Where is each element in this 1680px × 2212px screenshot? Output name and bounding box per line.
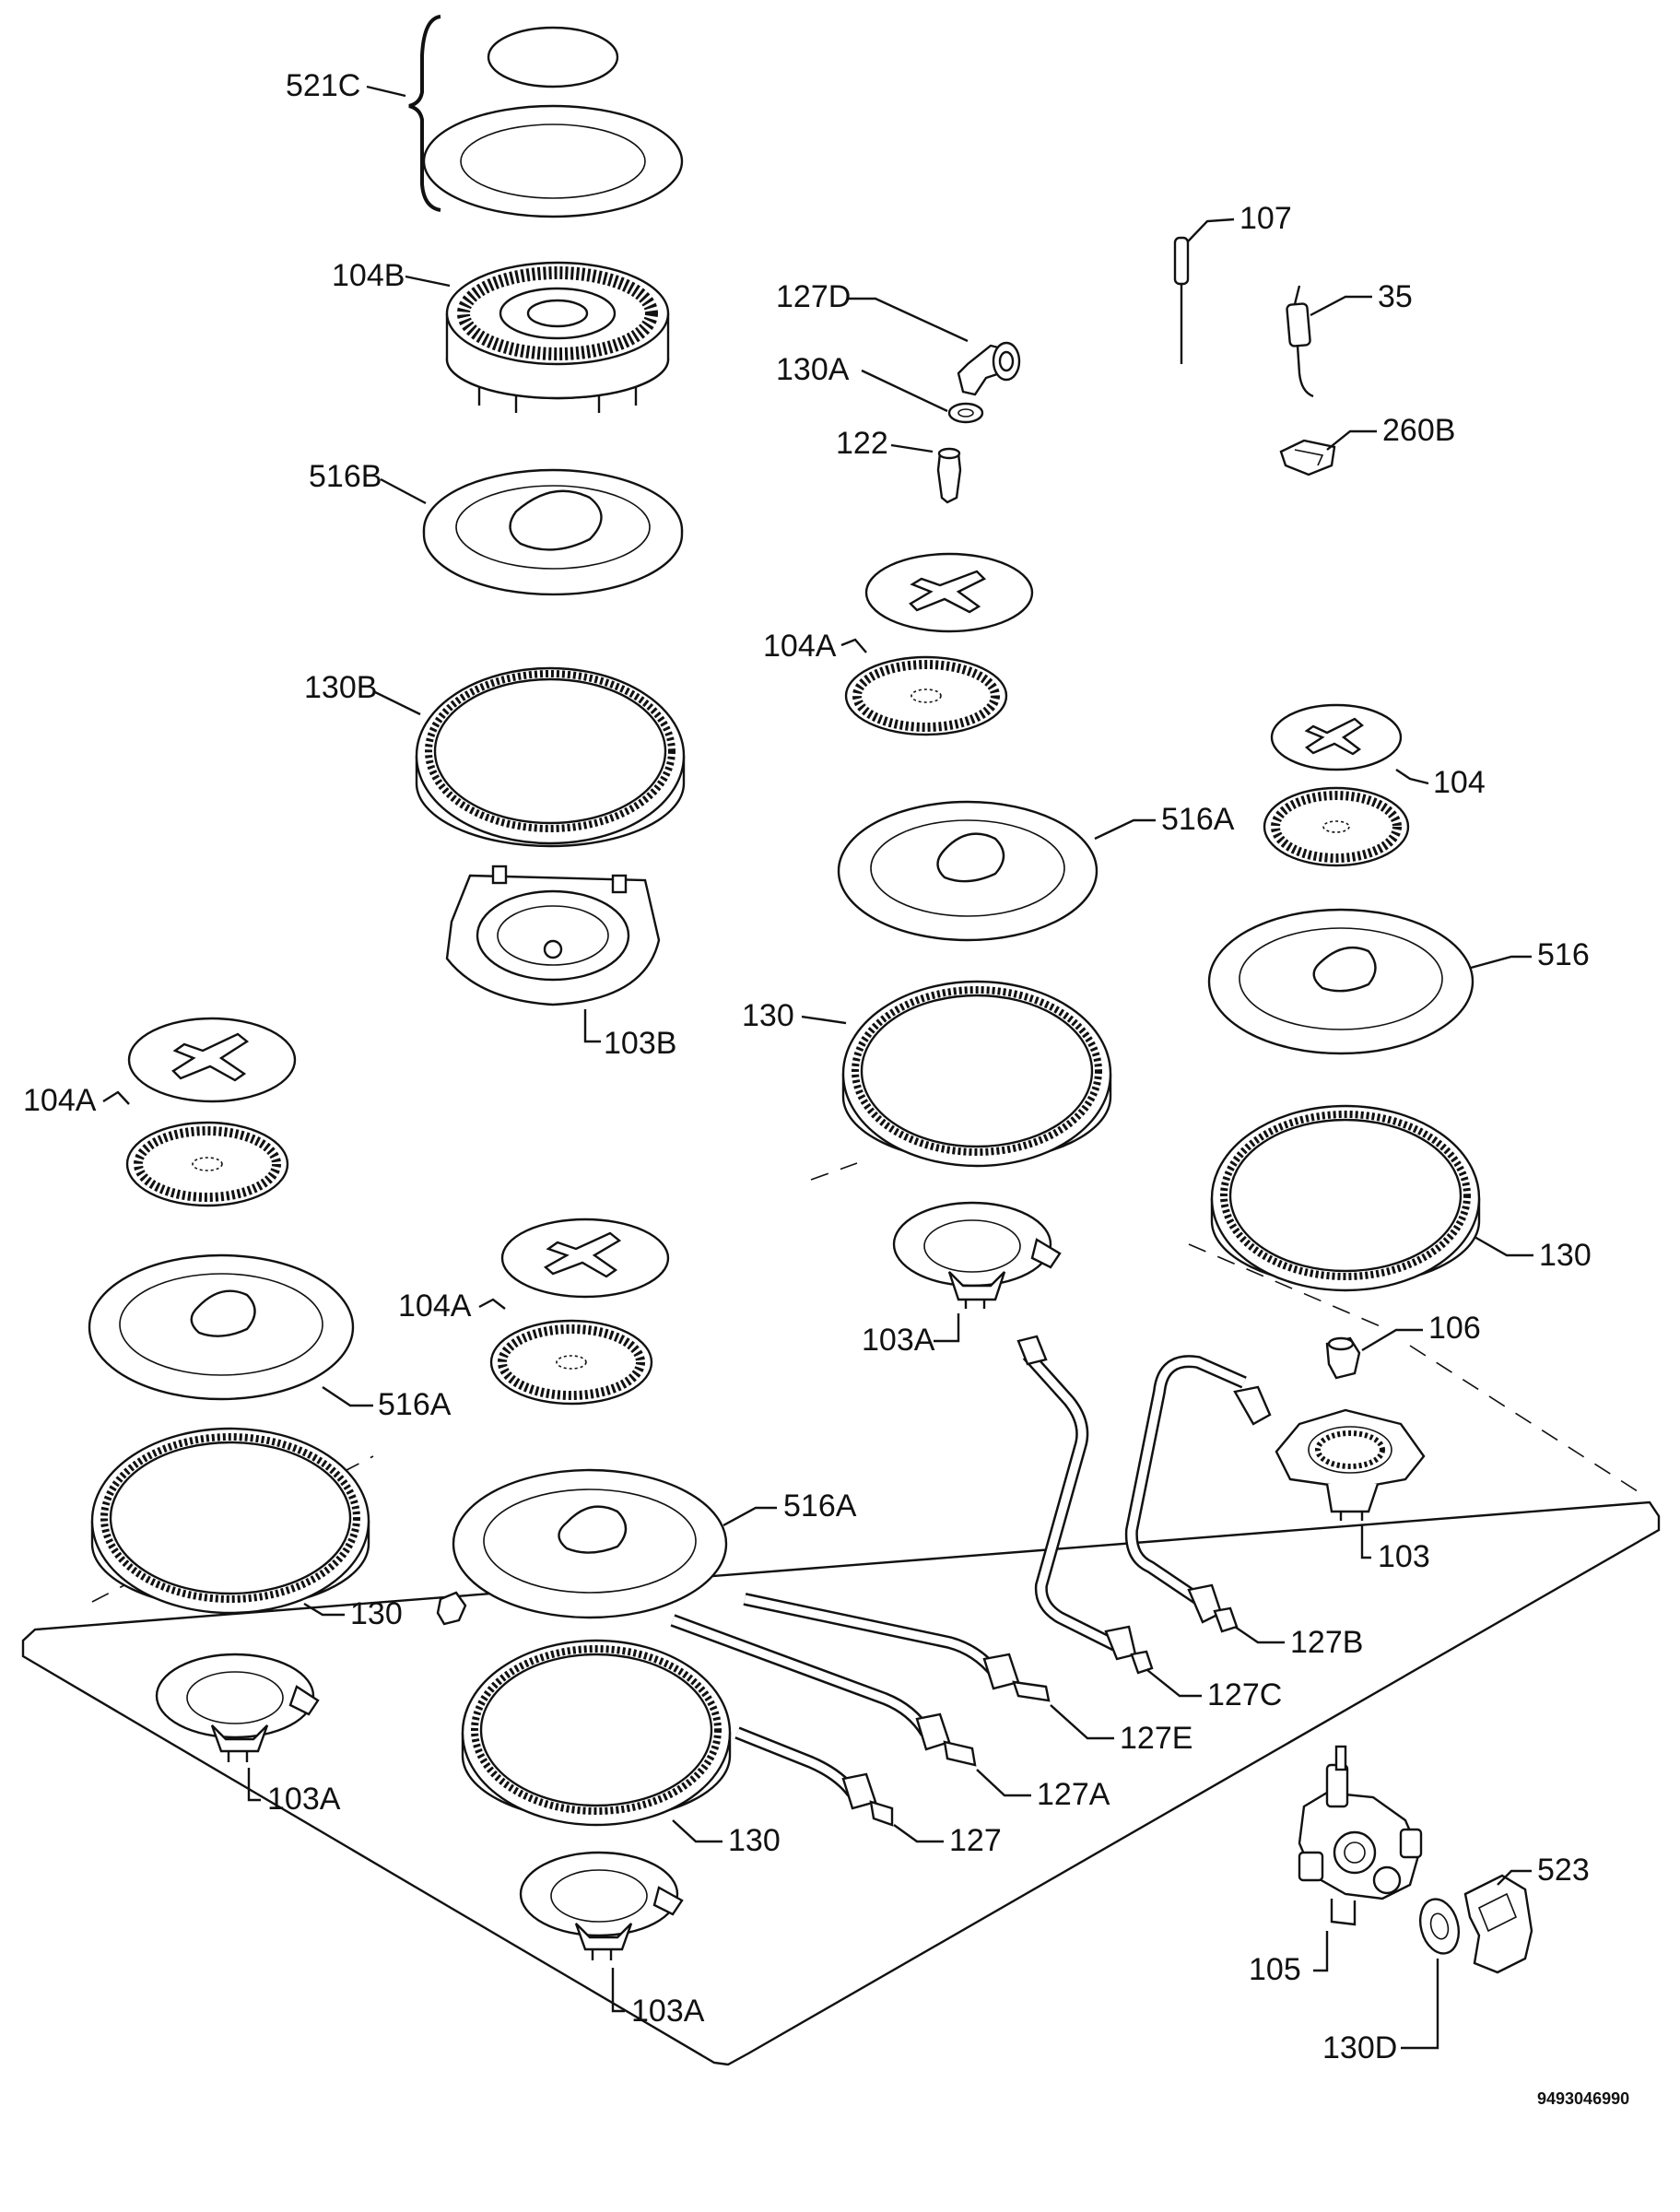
callout-122: 122 (836, 426, 888, 461)
callout-260b: 260B (1382, 413, 1455, 448)
part-521c-seal-rings (408, 15, 684, 218)
part-127d-elbow (957, 341, 1021, 396)
part-130-gasket-right (1210, 1104, 1481, 1292)
callout-107: 107 (1239, 201, 1292, 236)
callout-103b: 103B (604, 1026, 676, 1061)
pipe-127e (743, 1593, 1051, 1702)
callout-106: 106 (1428, 1311, 1481, 1346)
part-107-thermocouple (1173, 236, 1190, 364)
callout-104a-center: 104A (398, 1288, 472, 1324)
callout-127e: 127E (1120, 1721, 1192, 1756)
part-105-gas-valve (1298, 1745, 1423, 1926)
callout-103: 103 (1378, 1539, 1430, 1574)
pipe-127 (734, 1726, 894, 1827)
callout-521c: 521C (286, 68, 360, 103)
part-104a-top-burner (844, 552, 1034, 736)
part-516a-cap-middle (837, 800, 1098, 942)
part-516a-cap-center (452, 1468, 728, 1619)
callout-130-center: 130 (728, 1823, 781, 1858)
part-103-base-right (1275, 1408, 1426, 1521)
part-104-small-burner (1263, 703, 1410, 867)
part-516b-burner-cap (422, 468, 684, 596)
callout-127a: 127A (1037, 1777, 1110, 1812)
part-103a-base-bottom (519, 1851, 684, 1960)
callout-516: 516 (1537, 937, 1590, 972)
callout-523: 523 (1537, 1853, 1590, 1888)
pipe-127b (1124, 1355, 1272, 1633)
part-130d-washer (1418, 1898, 1461, 1955)
callout-516b: 516B (309, 459, 382, 494)
pipe-127a (670, 1614, 977, 1767)
part-103a-base-left (155, 1653, 320, 1762)
part-106-injector (1325, 1336, 1361, 1380)
callout-130d: 130D (1322, 2030, 1397, 2065)
part-103b-burner-base (445, 865, 661, 1006)
part-130-gasket-left (90, 1427, 370, 1615)
part-130-gasket-center (461, 1639, 732, 1827)
callout-104a-top: 104A (763, 629, 837, 664)
callout-103a-left: 103A (267, 1782, 341, 1817)
callout-104a-left: 104A (23, 1083, 97, 1118)
callout-130-right: 130 (1539, 1238, 1592, 1273)
part-260b-clip (1279, 439, 1336, 477)
callout-35: 35 (1378, 279, 1413, 314)
part-103a-base-middle (892, 1201, 1062, 1309)
callout-104: 104 (1433, 765, 1486, 800)
callout-127c: 127C (1207, 1677, 1282, 1712)
callout-130-left: 130 (350, 1596, 403, 1631)
part-122-injector (936, 447, 962, 504)
callout-103a-bottom: 103A (631, 1994, 705, 2029)
part-104a-center-burner (489, 1218, 670, 1406)
part-516a-cap-left (88, 1253, 355, 1401)
callout-516a-mid: 516A (1161, 802, 1235, 837)
callout-130a: 130A (776, 352, 850, 387)
callout-127: 127 (949, 1823, 1002, 1858)
callout-103a-mid: 103A (862, 1323, 935, 1358)
part-130-gasket-middle (841, 980, 1112, 1168)
part-130a-washer (947, 402, 984, 424)
part-35-ignition-electrode (1286, 285, 1314, 398)
part-104a-left-burner (125, 1017, 297, 1207)
part-130b-gasket (415, 666, 686, 848)
callout-130b: 130B (304, 670, 377, 705)
callout-104b: 104B (332, 258, 405, 293)
pipe-127c (1016, 1335, 1154, 1675)
callout-130-mid: 130 (742, 998, 794, 1033)
callout-105: 105 (1249, 1952, 1301, 1987)
callout-516a-left: 516A (378, 1387, 452, 1422)
callout-127d: 127D (776, 279, 851, 314)
part-104b-burner-crown (445, 261, 670, 413)
part-523-clip (1463, 1874, 1533, 1974)
small-injector-fitting (436, 1591, 467, 1626)
part-516-cap-right (1207, 908, 1474, 1055)
callout-127b: 127B (1290, 1625, 1363, 1660)
document-number: 9493046990 (1537, 2089, 1629, 2108)
callout-516a-center: 516A (783, 1488, 857, 1524)
